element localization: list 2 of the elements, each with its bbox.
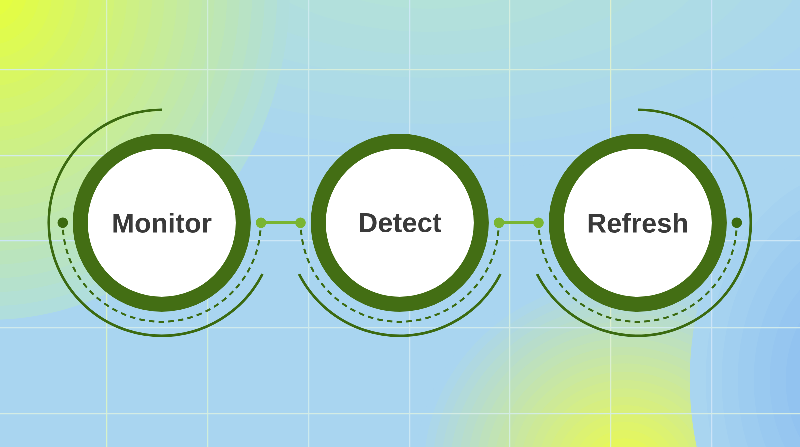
connector bbox=[256, 218, 306, 228]
connector bbox=[494, 218, 544, 228]
